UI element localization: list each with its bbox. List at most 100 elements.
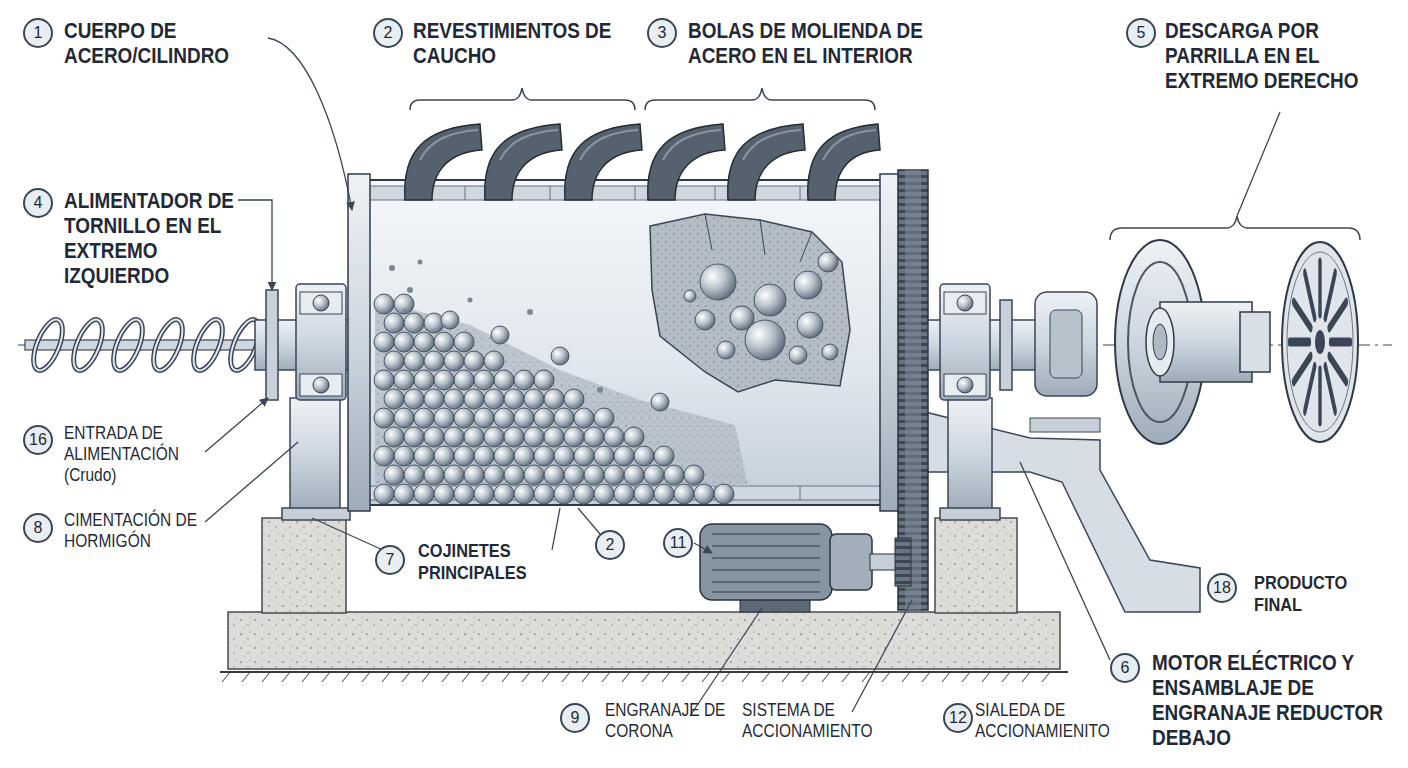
grinding-balls [414,332,434,352]
rubber-liners [485,124,562,200]
callout-number: 3 [647,18,677,48]
flying-balls [468,298,473,303]
screw-feeder [148,316,189,374]
right-bearing [948,398,992,512]
grinding-balls [594,446,614,466]
callout-number: 6 [1110,653,1140,683]
cutaway-view [754,284,786,316]
electric-motor [700,524,911,612]
grinding-balls [494,484,514,504]
grinding-balls [544,427,564,447]
grinding-balls [394,484,414,504]
grate-discharge [1115,240,1358,444]
grate-discharge [1305,366,1315,411]
brackets [410,88,635,110]
grate-discharge [1240,312,1270,372]
grinding-balls [424,465,444,485]
grinding-balls [414,370,434,390]
concrete-foundation [220,518,1068,682]
flying-balls [551,347,569,365]
grinding-balls [504,427,524,447]
flying-balls [418,260,423,265]
cutaway-view [695,310,715,330]
grinding-balls [524,465,544,485]
grinding-balls [594,484,614,504]
leader-lines [852,600,912,712]
cutaway-view [700,264,736,300]
grinding-balls [644,465,664,485]
grinding-balls [714,484,734,504]
grinding-balls [384,465,404,485]
screw-feeder [28,316,69,374]
flying-balls [441,311,459,329]
grate-discharge [1329,302,1346,328]
callout-number: 4 [23,188,53,218]
rubber-liners [405,124,482,200]
grinding-balls [434,484,454,504]
grinding-balls [474,370,494,390]
right-bearing [1035,292,1097,396]
electric-motor [830,534,872,590]
grate-discharge [1146,308,1174,376]
left-bearing [282,508,350,520]
grinding-balls [454,408,474,428]
electric-motor [895,538,911,586]
grinding-balls [614,484,634,504]
cutaway-view [818,252,838,272]
grinding-balls [474,446,494,466]
part-label: CUERPO DE ACERO/CILINDRO [64,18,274,68]
grinding-balls [404,465,424,485]
grate-discharge [1290,340,1310,343]
callout-number: 12 [943,703,973,733]
screw-feeder [28,316,69,374]
grinding-balls [434,332,454,352]
grinding-balls [534,370,554,390]
grinding-balls [474,484,494,504]
grinding-balls [384,389,404,409]
electric-motor [870,554,898,570]
leader-lines [1237,112,1280,216]
left-bearing [313,295,329,311]
flying-balls [527,309,533,315]
screw-feeder [28,316,266,374]
concrete-foundation [222,672,1050,682]
cutaway-view [650,214,850,392]
brackets [1110,216,1360,240]
grinding-balls [434,408,454,428]
concrete-foundation [228,612,1060,669]
rubber-liners [648,124,725,200]
grinding-balls [484,351,504,371]
grinding-balls [374,484,394,504]
leader-lines [694,543,712,553]
part-label: SISTEMA DE ACCIONAMIENTO [742,700,892,742]
part-label: PRODUCTO FINAL [1254,572,1384,616]
grinding-balls [624,427,644,447]
grinding-balls [544,389,564,409]
grinding-balls [404,351,424,371]
grate-discharge [1282,242,1358,442]
flying-balls [407,287,413,293]
screw-feeder [108,316,149,374]
grinding-balls [604,427,624,447]
part-label: DESCARGA POR PARRILLA EN EL EXTREMO DERE… [1165,18,1390,93]
right-bearing [928,284,1100,520]
grinding-balls [454,446,474,466]
grate-discharge [1329,356,1346,382]
grinding-balls [574,446,594,466]
grate-discharge [1325,273,1335,318]
electric-motor [712,534,820,592]
cutaway-view [650,214,850,392]
flying-balls [491,326,509,344]
steel-drum [880,174,900,511]
grinding-balls [534,446,554,466]
grinding-balls [524,389,544,409]
grinding-balls [584,427,604,447]
grate-discharge [1290,262,1351,422]
grinding-balls [494,446,514,466]
right-bearing [940,284,990,400]
grinding-balls [434,370,454,390]
grinding-balls [444,465,464,485]
rubber-liners [420,130,876,160]
grinding-balls [374,446,394,466]
